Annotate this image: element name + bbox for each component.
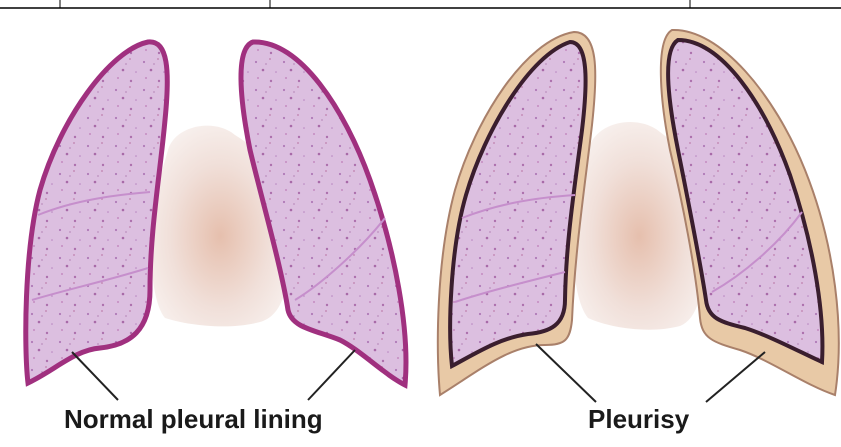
- pleurisy-label: Pleurisy: [588, 404, 689, 435]
- normal-right-lung: [241, 42, 406, 385]
- pleurisy-lungs-group: [438, 30, 839, 402]
- normal-pointer-right: [308, 350, 355, 400]
- normal-lungs-group: [26, 42, 406, 400]
- pleurisy-pointer-right: [706, 352, 765, 402]
- normal-pleural-lining-label: Normal pleural lining: [64, 404, 323, 435]
- pleurisy-pointer-left: [536, 344, 596, 402]
- normal-pointer-left: [72, 352, 118, 400]
- top-border: [0, 0, 841, 8]
